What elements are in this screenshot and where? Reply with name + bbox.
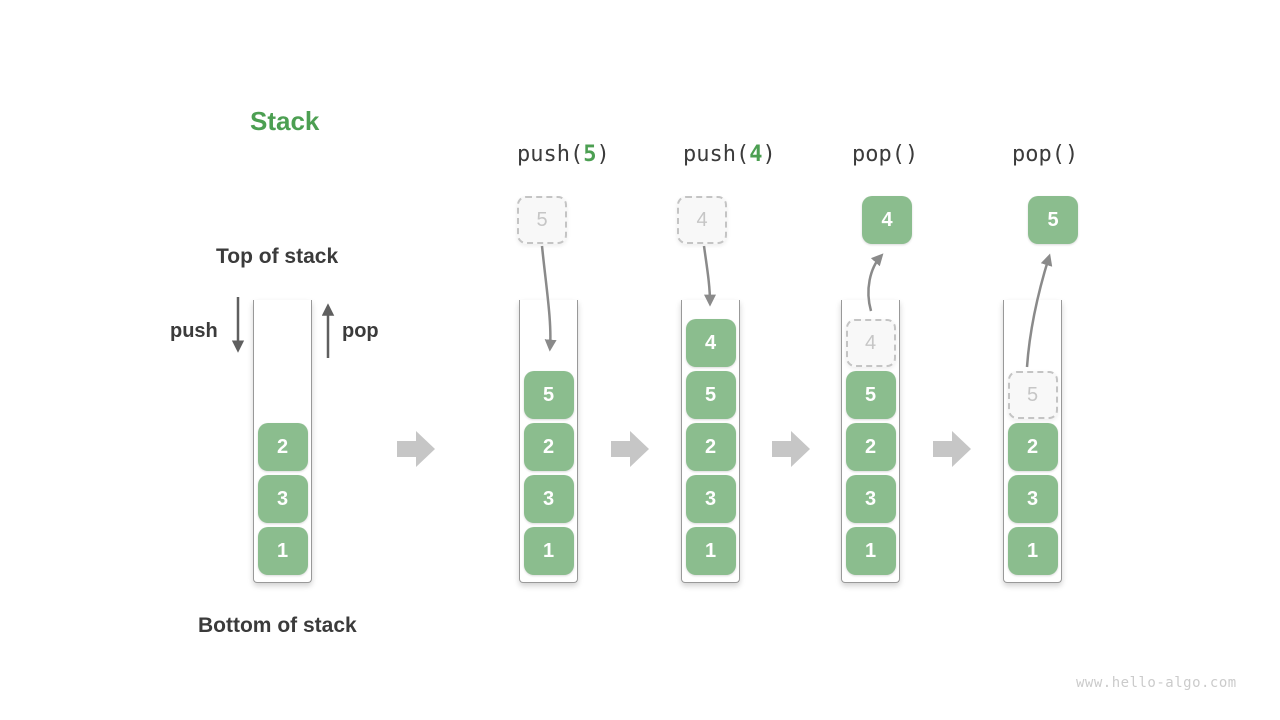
stack-cell: 4 xyxy=(685,319,736,367)
step-arrow-icon xyxy=(933,431,971,467)
stack-cell: 1 xyxy=(845,527,896,575)
floating-popped-value-4: 4 xyxy=(862,196,912,244)
floating-ghost-value-4: 4 xyxy=(677,196,727,244)
stack-cell: 2 xyxy=(685,423,736,471)
stack-cell: 5 xyxy=(845,371,896,419)
op-arg: 5 xyxy=(583,142,597,167)
top-of-stack-label: Top of stack xyxy=(216,245,339,268)
op-label-pop-1: pop() xyxy=(852,142,918,167)
op-text: ) xyxy=(904,142,919,167)
push-curve-arrow-icon xyxy=(702,245,716,307)
stack-cell: 3 xyxy=(685,475,736,523)
stack-cell: 3 xyxy=(257,475,308,523)
stack-cell: 3 xyxy=(1007,475,1058,523)
floating-ghost-value-5: 5 xyxy=(517,196,567,244)
stack-cell: 1 xyxy=(685,527,736,575)
step-arrow-icon xyxy=(397,431,435,467)
step-arrow-icon xyxy=(772,431,810,467)
watermark: www.hello-algo.com xyxy=(1076,675,1237,691)
stack-cell: 1 xyxy=(523,527,574,575)
op-text: ) xyxy=(1064,142,1079,167)
stack-cell: 2 xyxy=(845,423,896,471)
op-text: push( xyxy=(517,142,584,167)
op-arg: 4 xyxy=(749,142,763,167)
stack-cell: 3 xyxy=(523,475,574,523)
stack-cell: 2 xyxy=(523,423,574,471)
stack-cell: 1 xyxy=(257,527,308,575)
push-direction-label: push xyxy=(170,320,218,342)
op-text: push( xyxy=(683,142,750,167)
stack-cell: 5 xyxy=(685,371,736,419)
stack-cell: 1 xyxy=(1007,527,1058,575)
stack-cell: 5 xyxy=(523,371,574,419)
op-label-push-5: push(5) xyxy=(517,142,610,167)
stack-cell: 2 xyxy=(257,423,308,471)
stack-cell: 2 xyxy=(1007,423,1058,471)
bottom-of-stack-label: Bottom of stack xyxy=(198,614,357,637)
stack-cell: 3 xyxy=(845,475,896,523)
op-text: ) xyxy=(596,142,610,167)
op-label-pop-2: pop() xyxy=(1012,142,1078,167)
stack-cell-ghost: 5 xyxy=(1007,371,1058,419)
op-label-push-4: push(4) xyxy=(683,142,776,167)
stack-cell-ghost: 4 xyxy=(845,319,896,367)
diagram-title: Stack xyxy=(250,106,320,136)
op-text: pop( xyxy=(1012,142,1065,167)
op-text: pop( xyxy=(852,142,905,167)
step-arrow-icon xyxy=(611,431,649,467)
pop-direction-label: pop xyxy=(342,320,379,342)
floating-popped-value-5: 5 xyxy=(1028,196,1078,244)
op-text: ) xyxy=(762,142,776,167)
